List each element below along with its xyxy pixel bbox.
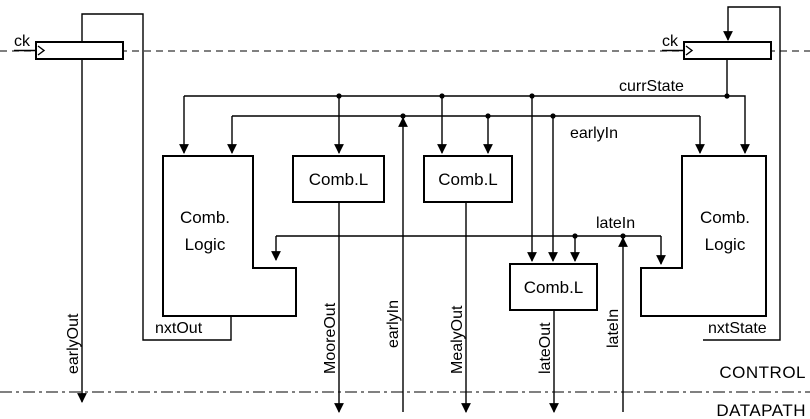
output-logic-label-line1: Comb. xyxy=(180,208,230,227)
nxt-out-label: nxtOut xyxy=(155,320,203,337)
output-register xyxy=(14,13,232,403)
mealy-logic-label: Comb.L xyxy=(438,170,498,189)
late-in-bottom-label: lateIn xyxy=(605,309,622,348)
next-state-logic-block xyxy=(640,155,767,317)
right-clock-label: ck xyxy=(662,33,679,50)
mealy-out-label: MealyOut xyxy=(449,305,466,374)
output-logic-label-line2: Logic xyxy=(185,235,226,254)
late-out-label: lateOut xyxy=(537,322,554,374)
moore-logic-block xyxy=(292,155,385,203)
late-logic-label: Comb.L xyxy=(524,278,584,297)
next-state-logic-label-line1: Comb. xyxy=(700,208,750,227)
moore-out-label: MooreOut xyxy=(322,302,339,374)
control-section-label: CONTROL xyxy=(719,363,806,382)
early-in-bottom-label: earlyIn xyxy=(385,300,402,348)
next-state-logic-label-line2: Logic xyxy=(705,235,746,254)
early-in-bus xyxy=(227,113,705,412)
late-in-bus xyxy=(271,233,666,412)
early-out-label: earlyOut xyxy=(65,313,82,374)
nxt-state-label: nxtState xyxy=(708,320,767,337)
state-register xyxy=(662,6,781,341)
left-clock-label: ck xyxy=(14,33,31,50)
curr-state-bus xyxy=(179,93,750,262)
late-in-label: lateIn xyxy=(596,215,635,232)
output-wires xyxy=(334,202,559,413)
moore-logic-label: Comb.L xyxy=(309,170,369,189)
late-logic-block xyxy=(509,263,598,311)
mealy-logic-block xyxy=(423,155,513,203)
output-logic-block xyxy=(162,155,297,317)
datapath-section-label: DATAPATH xyxy=(716,401,806,419)
early-in-label: earlyIn xyxy=(570,125,618,142)
curr-state-label: currState xyxy=(619,78,684,95)
